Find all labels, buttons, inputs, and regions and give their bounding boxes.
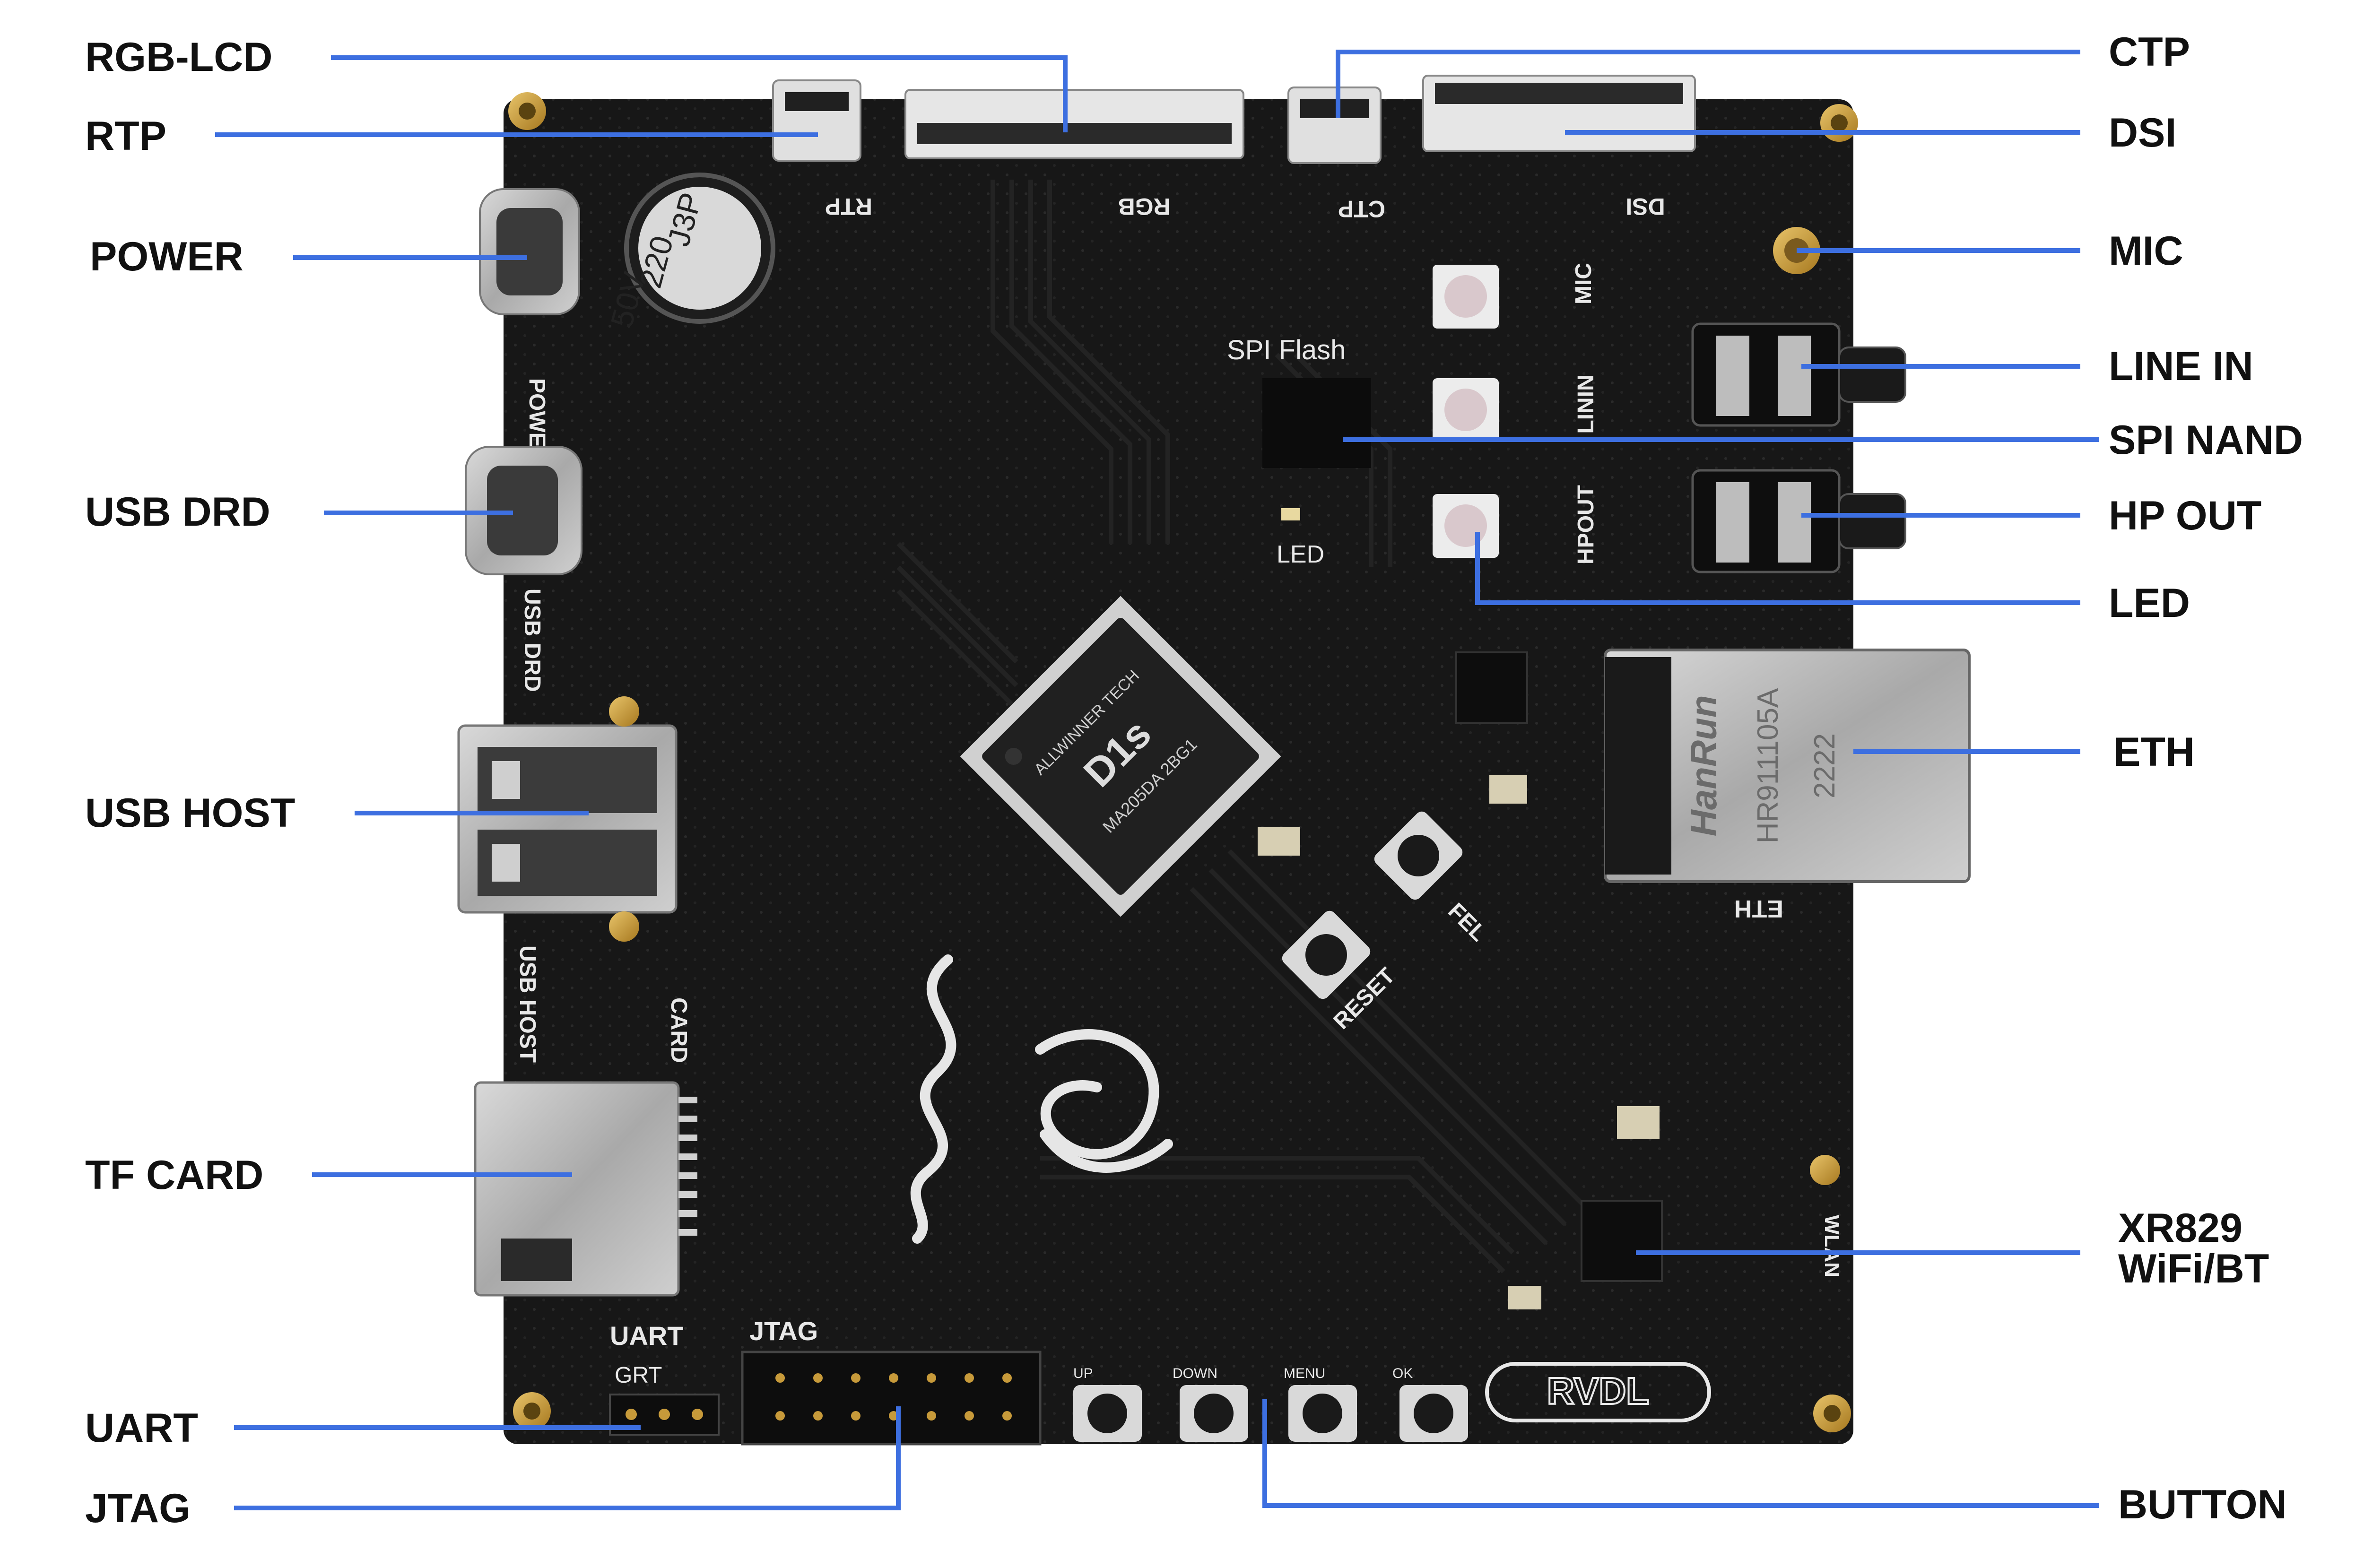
label-rgb-lcd: RGB-LCD [85,35,273,80]
electrolytic-capacitor: J3P 220 50V [604,173,775,331]
spi-flash: SPI Flash LED [1227,335,1371,568]
label-tf-card: TF CARD [85,1152,264,1198]
silk-usb-drd: USB DRD [520,589,545,692]
silk-usb-host: USB HOST [515,945,540,1063]
silk-uart: UART [610,1321,684,1351]
leader-lines [215,50,2099,1510]
hp-out-jack: HPOUT [1573,469,1906,573]
rvdl-logo: RVDL [1485,1362,1711,1422]
svg-text:OK: OK [1392,1366,1413,1381]
jtag-header: JTAG [741,1316,1042,1446]
leader-button [1262,1399,2099,1508]
silk-card: CARD [666,997,691,1063]
eth-brand: HanRun [1683,695,1724,837]
svg-text:UP: UP [1073,1366,1093,1381]
rgb-leds [1433,265,1499,558]
silk-dsi: DSI [1625,193,1665,220]
silk-led: LED [1277,541,1324,568]
label-ctp: CTP [2109,29,2190,75]
ctp-connector: CTP [1287,87,1385,222]
usb-host-connector: USB HOST [457,696,678,1063]
label-rtp: RTP [85,113,166,159]
svg-text:DOWN: DOWN [1173,1366,1217,1381]
label-xr829-line2: WiFi/BT [2118,1246,2269,1291]
eth-date: 2222 [1808,733,1841,798]
rtp-connector: RTP [772,79,872,220]
label-xr829-line1: XR829 [2118,1205,2242,1251]
rgb-connector: RGB [904,89,1244,220]
leader-jtag [234,1406,901,1510]
label-spi-nand: SPI NAND [2109,417,2303,463]
label-eth: ETH [2113,729,2195,775]
label-led: LED [2109,580,2190,626]
silk-grt: GRT [615,1363,662,1388]
label-power: POWER [90,234,243,279]
silk-ctp: CTP [1338,196,1385,222]
ethernet-jack: HanRun HR911105A 2222 ETH [1604,649,1971,922]
silk-eth: ETH [1734,895,1783,922]
power-usb-c: POWER [479,188,580,464]
label-xr829: XR829 WiFi/BT [2118,1208,2269,1289]
label-usb-host: USB HOST [85,790,296,836]
misc-ics [1258,651,1660,1309]
silk-spi-flash: SPI Flash [1227,335,1346,365]
line-in-jack: LININ [1573,322,1906,434]
label-dsi: DSI [2109,110,2177,156]
tf-card-slot: CARD [474,997,697,1297]
svg-text:MENU: MENU [1284,1366,1325,1381]
silk-mic: MIC [1571,263,1596,304]
silk-rgb: RGB [1118,193,1170,220]
board-artwork [910,954,1173,1244]
usb-drd-connector: USB DRD [465,446,582,692]
silk-rtp: RTP [825,193,872,220]
label-mic: MIC [2109,228,2183,274]
silk-hpout: HPOUT [1573,485,1599,564]
silk-linein: LININ [1573,374,1599,433]
label-uart: UART [85,1405,198,1451]
user-buttons: UP DOWN MENU OK [1073,1366,1468,1442]
leader-led [1475,532,2080,605]
label-line-in: LINE IN [2109,344,2253,389]
silk-jtag: JTAG [749,1316,818,1346]
label-button: BUTTON [2118,1482,2287,1527]
logo-text: RVDL [1547,1370,1649,1412]
xr829-module: WLAN [1581,1155,1843,1282]
silk-wlan: WLAN [1820,1215,1843,1277]
label-usb-drd: USB DRD [85,489,270,535]
label-jtag: JTAG [85,1486,191,1531]
d1s-soc: ALLWINNER TECH D1s MA205DA 2BG1 [960,596,1281,917]
leader-rgb-lcd [331,55,1068,132]
label-hp-out: HP OUT [2109,493,2262,538]
leader-ctp [1336,50,2080,118]
eth-part: HR911105A [1752,688,1784,843]
